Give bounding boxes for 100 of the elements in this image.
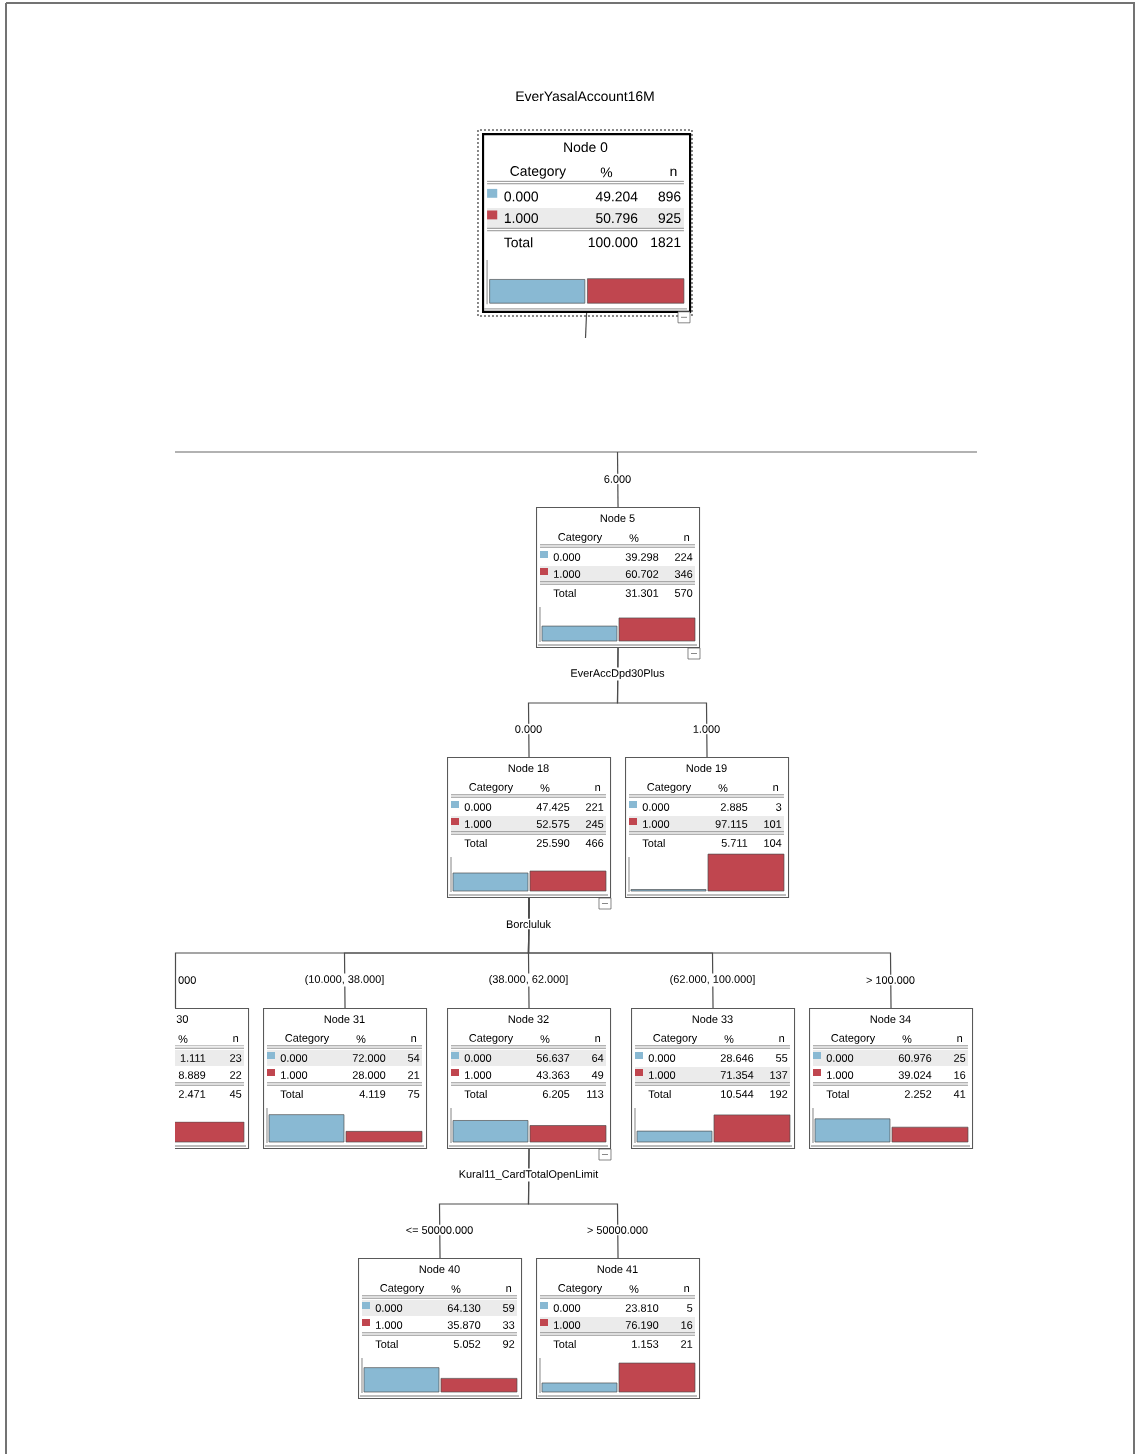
table-cell: 59 [503, 1304, 515, 1312]
table-cell: 72.000 [352, 1054, 386, 1062]
column-header: % [178, 1035, 188, 1043]
table-cell: Total [464, 839, 487, 847]
connector-line [584, 312, 588, 339]
table-cell: Total [553, 1340, 576, 1348]
table-cell: 113 [587, 1090, 604, 1098]
column-header: n [684, 1286, 689, 1292]
table-cell: 1821 [651, 237, 681, 248]
table-cell: Total [464, 1090, 487, 1098]
column-header: Category [558, 1284, 603, 1294]
edge-label: (10.000, 38.000] [303, 973, 386, 987]
table-cell: 104 [764, 839, 782, 847]
column-header: n [506, 1286, 512, 1292]
table-cell: 2.471 [178, 1090, 206, 1098]
table-cell: 1.000 [554, 570, 581, 578]
column-header: Category [653, 1034, 698, 1044]
table-cell: 245 [586, 820, 604, 828]
table-cell: 39.024 [898, 1071, 932, 1079]
column-header: Category [510, 166, 566, 179]
table-cell: 54 [408, 1054, 420, 1062]
column-header: n [411, 1036, 417, 1042]
column-header: n [773, 785, 778, 791]
table-cell: 100.000 [588, 237, 638, 248]
table-cell: 71.354 [720, 1071, 754, 1079]
table-cell: 925 [658, 213, 681, 223]
column-header: Category [558, 533, 603, 543]
node-title: Node 32 [508, 1015, 549, 1023]
table-cell: 33 [503, 1321, 515, 1329]
table-cell: 35.870 [447, 1321, 481, 1329]
table-cell: 43.363 [536, 1071, 570, 1079]
table-cell: 52.575 [536, 820, 570, 828]
table-cell: Total [375, 1340, 398, 1348]
node-title: 30 [176, 1015, 188, 1023]
column-header: Category [831, 1034, 876, 1044]
column-header: % [629, 534, 639, 542]
split-variable: Borcluluk [504, 918, 553, 930]
table-cell: 0.000 [464, 803, 492, 811]
table-cell: 896 [658, 191, 681, 202]
table-cell: 8.889 [178, 1071, 206, 1079]
column-header: Category [380, 1284, 425, 1294]
node-title: Node 33 [692, 1015, 733, 1023]
table-cell: 41 [953, 1090, 966, 1098]
table-cell: 55 [776, 1054, 788, 1062]
edge-label: 6.000 [602, 473, 633, 485]
table-cell: 76.190 [625, 1321, 659, 1329]
node-title: Node 41 [597, 1265, 638, 1273]
table-cell: 60.976 [898, 1054, 932, 1062]
table-cell: 137 [770, 1071, 788, 1079]
table-cell: 1.000 [465, 1071, 492, 1079]
table-cell: Total [553, 589, 576, 597]
table-cell: 64.130 [447, 1304, 481, 1312]
table-cell: 1.000 [281, 1071, 308, 1079]
table-cell: 22 [230, 1071, 242, 1079]
table-cell: 1.000 [643, 820, 670, 828]
table-cell: Total [504, 237, 533, 248]
table-cell: 0.000 [280, 1054, 308, 1062]
table-cell: 2.885 [720, 803, 748, 811]
column-header: n [670, 168, 677, 177]
column-header: n [957, 1036, 962, 1042]
edge-label: > 100.000 [864, 974, 917, 986]
table-cell: 92 [503, 1340, 515, 1348]
connector-line [616, 451, 619, 508]
table-cell: 221 [586, 803, 604, 811]
column-header: % [902, 1035, 912, 1043]
column-header: Category [469, 1034, 514, 1044]
column-header: % [600, 167, 613, 178]
table-cell: 1.153 [632, 1340, 659, 1348]
table-cell: 56.637 [536, 1054, 570, 1062]
column-header: % [724, 1035, 734, 1043]
edge-label: (62.000, 100.000] [668, 973, 757, 987]
split-variable: EverAccDpd30Plus [569, 667, 666, 681]
edge-label: 0.000 [513, 723, 544, 735]
table-cell: 570 [674, 589, 693, 597]
table-cell: 50.796 [596, 213, 638, 223]
table-cell: 5.052 [453, 1340, 481, 1348]
table-cell: 25 [954, 1054, 966, 1062]
table-cell: 2.252 [904, 1090, 932, 1098]
column-header: n [233, 1036, 239, 1042]
table-cell: 101 [764, 820, 782, 828]
table-cell: 5.711 [721, 839, 748, 847]
table-cell: 64 [592, 1054, 604, 1062]
column-header: Category [647, 783, 692, 793]
table-cell: 25.590 [536, 839, 570, 847]
node-title: Node 40 [419, 1265, 460, 1273]
table-cell: 39.298 [625, 553, 659, 561]
table-cell: 28.000 [352, 1071, 386, 1079]
table-cell: 75 [408, 1090, 420, 1098]
table-cell: 192 [770, 1090, 788, 1098]
table-cell: 1.000 [827, 1071, 854, 1079]
table-cell: 0.000 [464, 1054, 492, 1062]
table-cell: 60.702 [625, 570, 659, 578]
table-cell: 49.204 [595, 191, 638, 202]
table-cell: 1.000 [554, 1321, 581, 1329]
column-header: Category [469, 783, 514, 793]
node-title: Node 31 [324, 1015, 365, 1023]
column-header: % [629, 1285, 639, 1293]
table-cell: 4.119 [359, 1090, 386, 1098]
table-cell: 1.000 [504, 213, 539, 223]
table-cell: 0.000 [648, 1054, 676, 1062]
